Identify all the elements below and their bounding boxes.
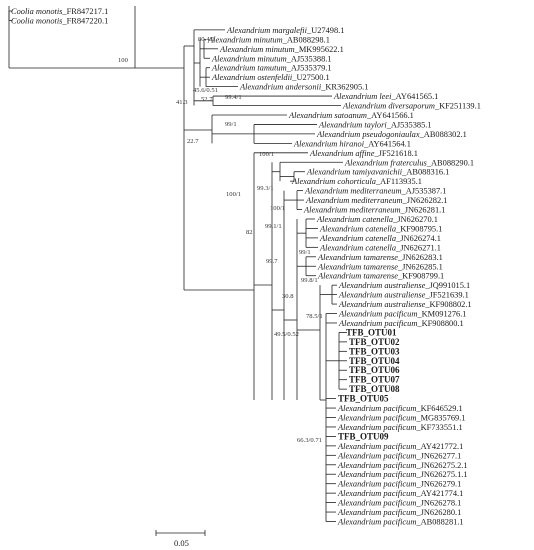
tip-label: TFB_OTU09 (338, 431, 389, 441)
tip-label: Alexandrium minutum_AJ535388.1 (211, 54, 332, 63)
tip-label: Alexandrium affine_JF521618.1 (309, 149, 418, 158)
tip-label: Alexandrium pseudogoniaulax_AB088302.1 (316, 130, 467, 139)
support-value: 100 (118, 57, 129, 64)
support-value: 99.4/1 (225, 94, 242, 101)
support-value: 99/1 (299, 249, 311, 256)
tip-label: Alexandrium pacificum_KF908800.1 (338, 319, 464, 328)
support-value: 99/1 (225, 121, 237, 128)
tip-label: Alexandrium tamutum_AJ535379.1 (211, 64, 332, 73)
tree-branches (8, 6, 347, 536)
support-value: 49.5/0.52 (274, 331, 299, 338)
tip-label: Alexandrium tamiyavanichii_AB088316.1 (306, 168, 449, 177)
tip-label: Alexandrium australiense_JF521639.1 (338, 291, 469, 300)
tip-label: Alexandrium pacificum_AY421772.1 (337, 442, 463, 451)
tip-label: Alexandrium cohorticula_AF113935.1 (291, 177, 422, 186)
tip-label: Coolia monotis_FR847217.1 (11, 7, 108, 16)
support-value: 45.6/0.51 (193, 87, 218, 94)
support-value: 82 (246, 229, 253, 236)
tip-label: Alexandrium pacificum_AY421774.1 (337, 489, 463, 498)
tip-label: TFB_OTU05 (338, 394, 389, 404)
support-value: 100/1 (259, 151, 274, 158)
scale-bar-label: 0.05 (174, 538, 189, 548)
support-value: 99.3/1 (257, 185, 274, 192)
tip-label: TFB_OTU04 (349, 356, 400, 366)
tip-label: Alexandrium fraterculus_AB088290.1 (344, 158, 474, 167)
tip-label: TFB_OTU03 (349, 346, 400, 356)
tip-label: Alexandrium tamarense_JN626283.1 (317, 253, 443, 262)
support-value: 99.1/1 (265, 223, 282, 230)
tip-label: Alexandrium minutum_MK995622.1 (219, 45, 344, 54)
tip-label: Alexandrium andersonii_KR362905.1 (239, 83, 368, 92)
tip-label: Alexandrium pacificum_KM091276.1 (338, 310, 466, 319)
tip-label: Alexandrium pacificum_AB088281.1 (337, 518, 464, 527)
tip-label: Alexandrium ostenfeldii_U27500.1 (211, 73, 330, 82)
tip-label: Alexandrium pacificum_MG835769.1 (337, 414, 465, 423)
support-values: 100 80.4/1 45.6/0.51 52.7 99.4/1 41.3 99/1 100/… (118, 36, 323, 444)
tip-label: Alexandrium mediterraneum_AJ535387.1 (304, 187, 446, 196)
tip-label: Alexandrium taylori_AJ535385.1 (318, 120, 432, 129)
tip-label: Alexandrium pacificum_JN626279.1 (337, 480, 461, 489)
tip-label: TFB_OTU01 (346, 327, 397, 337)
tip-label: Alexandrium pacificum_JN626280.1 (337, 508, 461, 517)
tip-label: Alexandrium catenella_JN626271.1 (319, 243, 441, 252)
tip-label: Alexandrium pacificum_KF733551.1 (337, 423, 463, 432)
tip-label: Alexandrium leei_AY641565.1 (333, 92, 438, 101)
tip-label: Alexandrium catenella_KF908795.1 (319, 224, 442, 233)
tip-label: Alexandrium australiense_KF908802.1 (338, 300, 472, 309)
support-value: 100/1 (226, 191, 241, 198)
support-value: 99.8/1 (301, 277, 318, 284)
tip-label: Alexandrium hiranoi_AY641564.1 (293, 139, 411, 148)
tip-label: Alexandrium satoanum_AY641566.1 (288, 111, 414, 120)
tip-label: TFB_OTU06 (349, 365, 400, 375)
tip-label: Alexandrium tamarense_KF908799.1 (317, 272, 444, 281)
tip-label: Alexandrium pacificum_JN626277.1 (337, 451, 461, 460)
tip-label: Alexandrium pacificum_JN626275.1.1 (337, 470, 468, 479)
tip-label: Alexandrium tamarense_JN626285.1 (317, 262, 443, 271)
tip-label: TFB_OTU02 (349, 337, 400, 347)
support-value: 100/1 (270, 205, 285, 212)
tip-label: Alexandrium catenella_JN626270.1 (316, 215, 438, 224)
tip-label: Alexandrium catenella_JN626274.1 (319, 234, 441, 243)
tip-label: Alexandrium pacificum_KF646529.1 (337, 404, 463, 413)
support-value: 30.8 (282, 293, 294, 300)
tip-label: Alexandrium pacificum_JN626278.1 (337, 499, 461, 508)
tip-label: Alexandrium margalefii_U27498.1 (226, 26, 344, 35)
support-value: 80.4/1 (198, 36, 215, 43)
support-value: 66.3/0.71 (297, 437, 322, 444)
scale-bar: 0.05 (156, 532, 205, 548)
support-value: 99.7 (266, 258, 278, 265)
tip-label: Alexandrium australiense_JQ991015.1 (338, 281, 470, 290)
tip-label: Alexandrium mediterraneum_JN626282.1 (305, 196, 447, 205)
support-value: 41.3 (176, 99, 188, 106)
support-value: 52.7 (201, 96, 213, 103)
support-value: 22.7 (187, 138, 199, 145)
tip-label: Alexandrium minutum_AB088298.1 (207, 35, 330, 44)
tip-label: Alexandrium diversaporum_KF251139.1 (342, 102, 481, 111)
tip-label: TFB_OTU07 (349, 375, 400, 385)
support-value: 78.5/1 (306, 313, 323, 320)
tip-label: TFB_OTU08 (349, 384, 400, 394)
tip-label: Coolia monotis_FR847220.1 (11, 16, 108, 25)
tip-label: Alexandrium mediterraneum_JN626281.1 (303, 206, 445, 215)
tip-label: Alexandrium pacificum_JN626275.2.1 (337, 461, 468, 470)
